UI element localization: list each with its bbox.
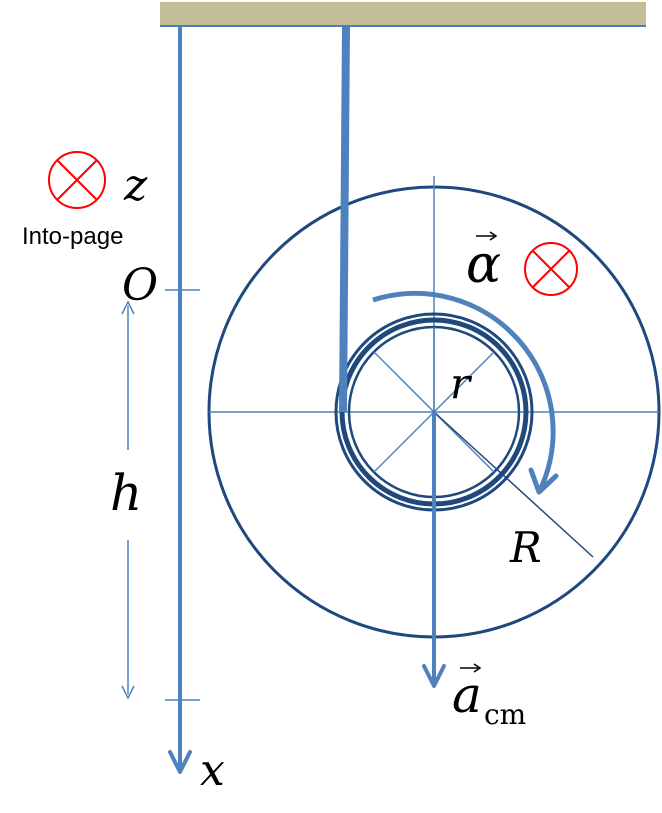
x-axis-arrowhead-icon	[168, 750, 192, 774]
angular-acceleration-arrowhead-icon	[528, 467, 559, 495]
alpha-vector-arrow-icon	[476, 231, 498, 241]
ceiling	[160, 2, 646, 26]
into-page-alpha-icon	[524, 242, 578, 296]
accel-subscript: cm	[484, 698, 526, 731]
origin-label: O	[122, 260, 158, 311]
accel-vector-arrow-icon	[460, 663, 482, 673]
x-axis-label: x	[200, 745, 225, 796]
acceleration-arrowhead-icon	[422, 664, 446, 688]
height-upper-arrowhead-icon	[121, 300, 135, 315]
into-page-z-icon	[48, 151, 106, 209]
alpha-label: α	[466, 235, 501, 295]
into-page-note: Into-page	[22, 223, 123, 250]
angular-acceleration-arc	[372, 290, 556, 490]
height-lower-arrowhead-icon	[121, 685, 135, 700]
height-label: h	[110, 464, 142, 522]
big-radius-line	[433, 411, 594, 558]
z-axis-label: z	[123, 160, 148, 211]
string	[339, 25, 350, 413]
small-radius-label: r	[450, 359, 473, 408]
accel-label: a	[452, 666, 482, 724]
big-radius-label: R	[509, 523, 542, 572]
